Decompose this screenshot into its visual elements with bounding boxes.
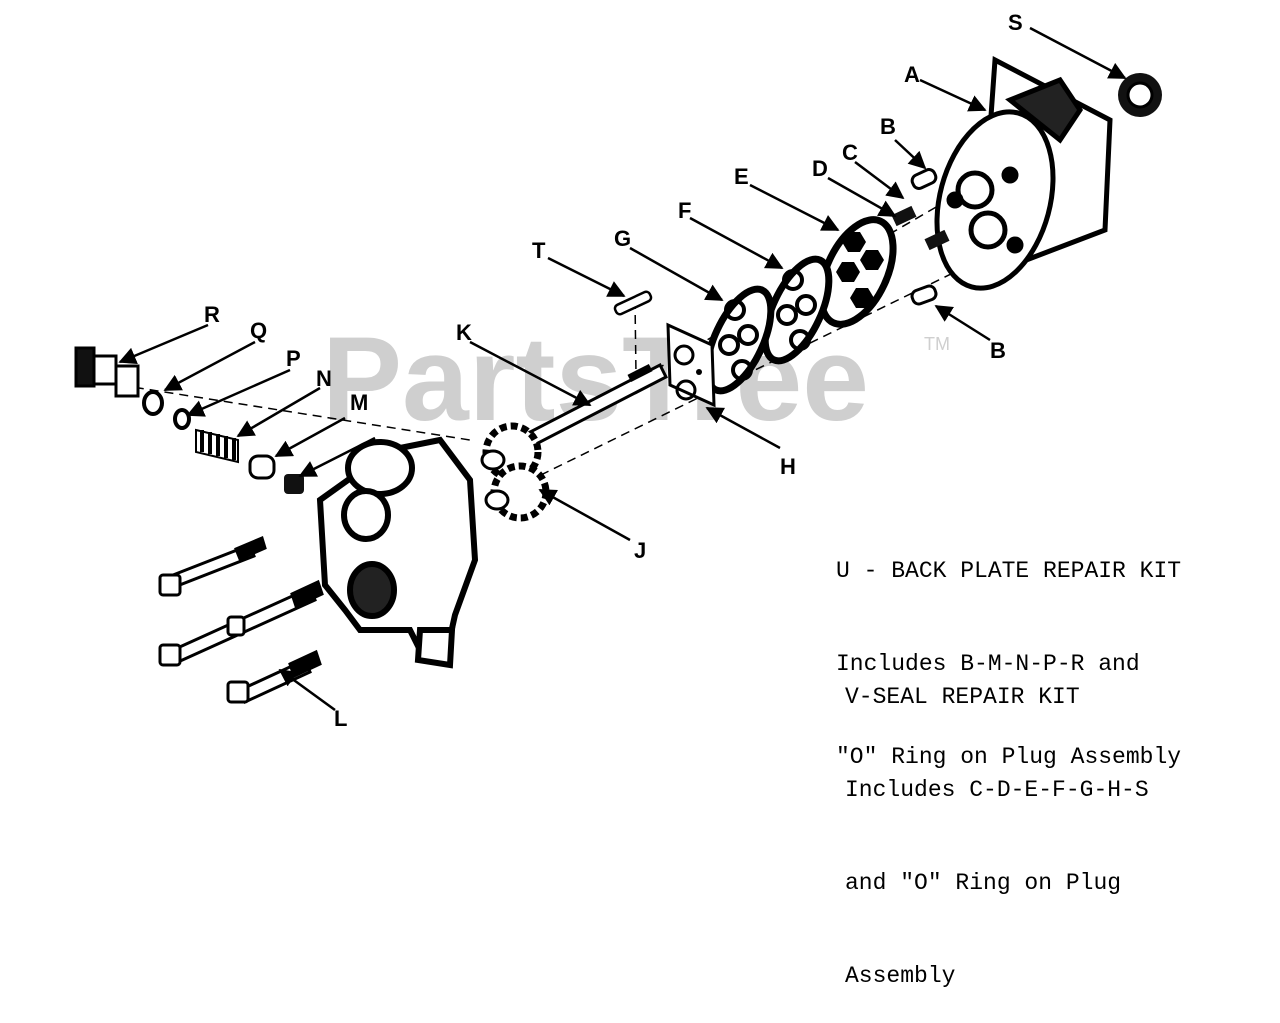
part-a-pump-body	[934, 56, 1113, 291]
part-q-o-ring	[142, 390, 164, 416]
part-n-spring	[195, 428, 239, 464]
kit-u-includes: Includes B-M-N-P-R and	[836, 651, 1140, 677]
watermark-trademark: TM	[924, 334, 950, 354]
part-f-gasket	[761, 255, 833, 365]
kit-v-extra-2: Assembly	[845, 963, 956, 989]
label-f: F	[678, 198, 691, 223]
label-n: N	[316, 366, 332, 391]
part-b-pin-lower	[910, 284, 938, 306]
part-t-pin	[613, 290, 653, 316]
label-b-lower: B	[990, 338, 1006, 363]
diagram-canvas: PartsTree TM	[74, 10, 1162, 731]
label-p: P	[286, 346, 301, 371]
label-t: T	[532, 238, 546, 263]
label-m: M	[350, 390, 368, 415]
label-c: C	[842, 140, 858, 165]
part-back-plate-housing	[316, 436, 479, 669]
part-l-bolts	[158, 535, 324, 705]
kit-v-includes: Includes C-D-E-F-G-H-S	[845, 777, 1149, 803]
label-e: E	[734, 164, 749, 189]
bolt-3	[226, 649, 322, 705]
bolt-2	[158, 579, 324, 667]
kit-u-title: U - BACK PLATE REPAIR KIT	[836, 558, 1182, 584]
part-m-poppet	[248, 454, 304, 494]
label-g: G	[614, 226, 631, 251]
part-g-gasket	[703, 285, 775, 395]
kit-v-note: V-SEAL REPAIR KIT Includes C-D-E-F-G-H-S…	[845, 620, 1149, 1023]
label-a: A	[904, 62, 920, 87]
part-e-plate	[817, 216, 897, 328]
label-d: D	[812, 156, 828, 181]
label-j: J	[634, 538, 646, 563]
label-h: H	[780, 454, 796, 479]
part-h-plate	[666, 322, 716, 408]
kit-v-title: V-SEAL REPAIR KIT	[845, 684, 1080, 710]
part-c-d-springs	[891, 205, 950, 251]
part-j-gears	[480, 422, 550, 522]
part-labels: S A B C D E F G T B H K J R Q P N M L	[204, 10, 1023, 731]
label-b-upper: B	[880, 114, 896, 139]
bolt-1	[158, 535, 267, 597]
label-k: K	[456, 320, 472, 345]
part-p-washer	[173, 408, 191, 430]
part-b-pin-upper	[910, 168, 938, 190]
part-s-seal	[1118, 73, 1162, 117]
label-q: Q	[250, 318, 267, 343]
kit-u-note: U - BACK PLATE REPAIR KIT Includes B-M-N…	[836, 494, 1181, 804]
kit-v-extra: and "O" Ring on Plug	[845, 870, 1122, 896]
kit-u-extra: "O" Ring on Plug Assembly	[836, 744, 1182, 770]
label-l: L	[334, 706, 347, 731]
exploded-parts-diagram: PartsTree TM	[74, 10, 1181, 989]
leader-lines	[118, 26, 1127, 712]
label-s: S	[1008, 10, 1023, 35]
part-r-plug	[74, 346, 140, 398]
label-r: R	[204, 302, 220, 327]
